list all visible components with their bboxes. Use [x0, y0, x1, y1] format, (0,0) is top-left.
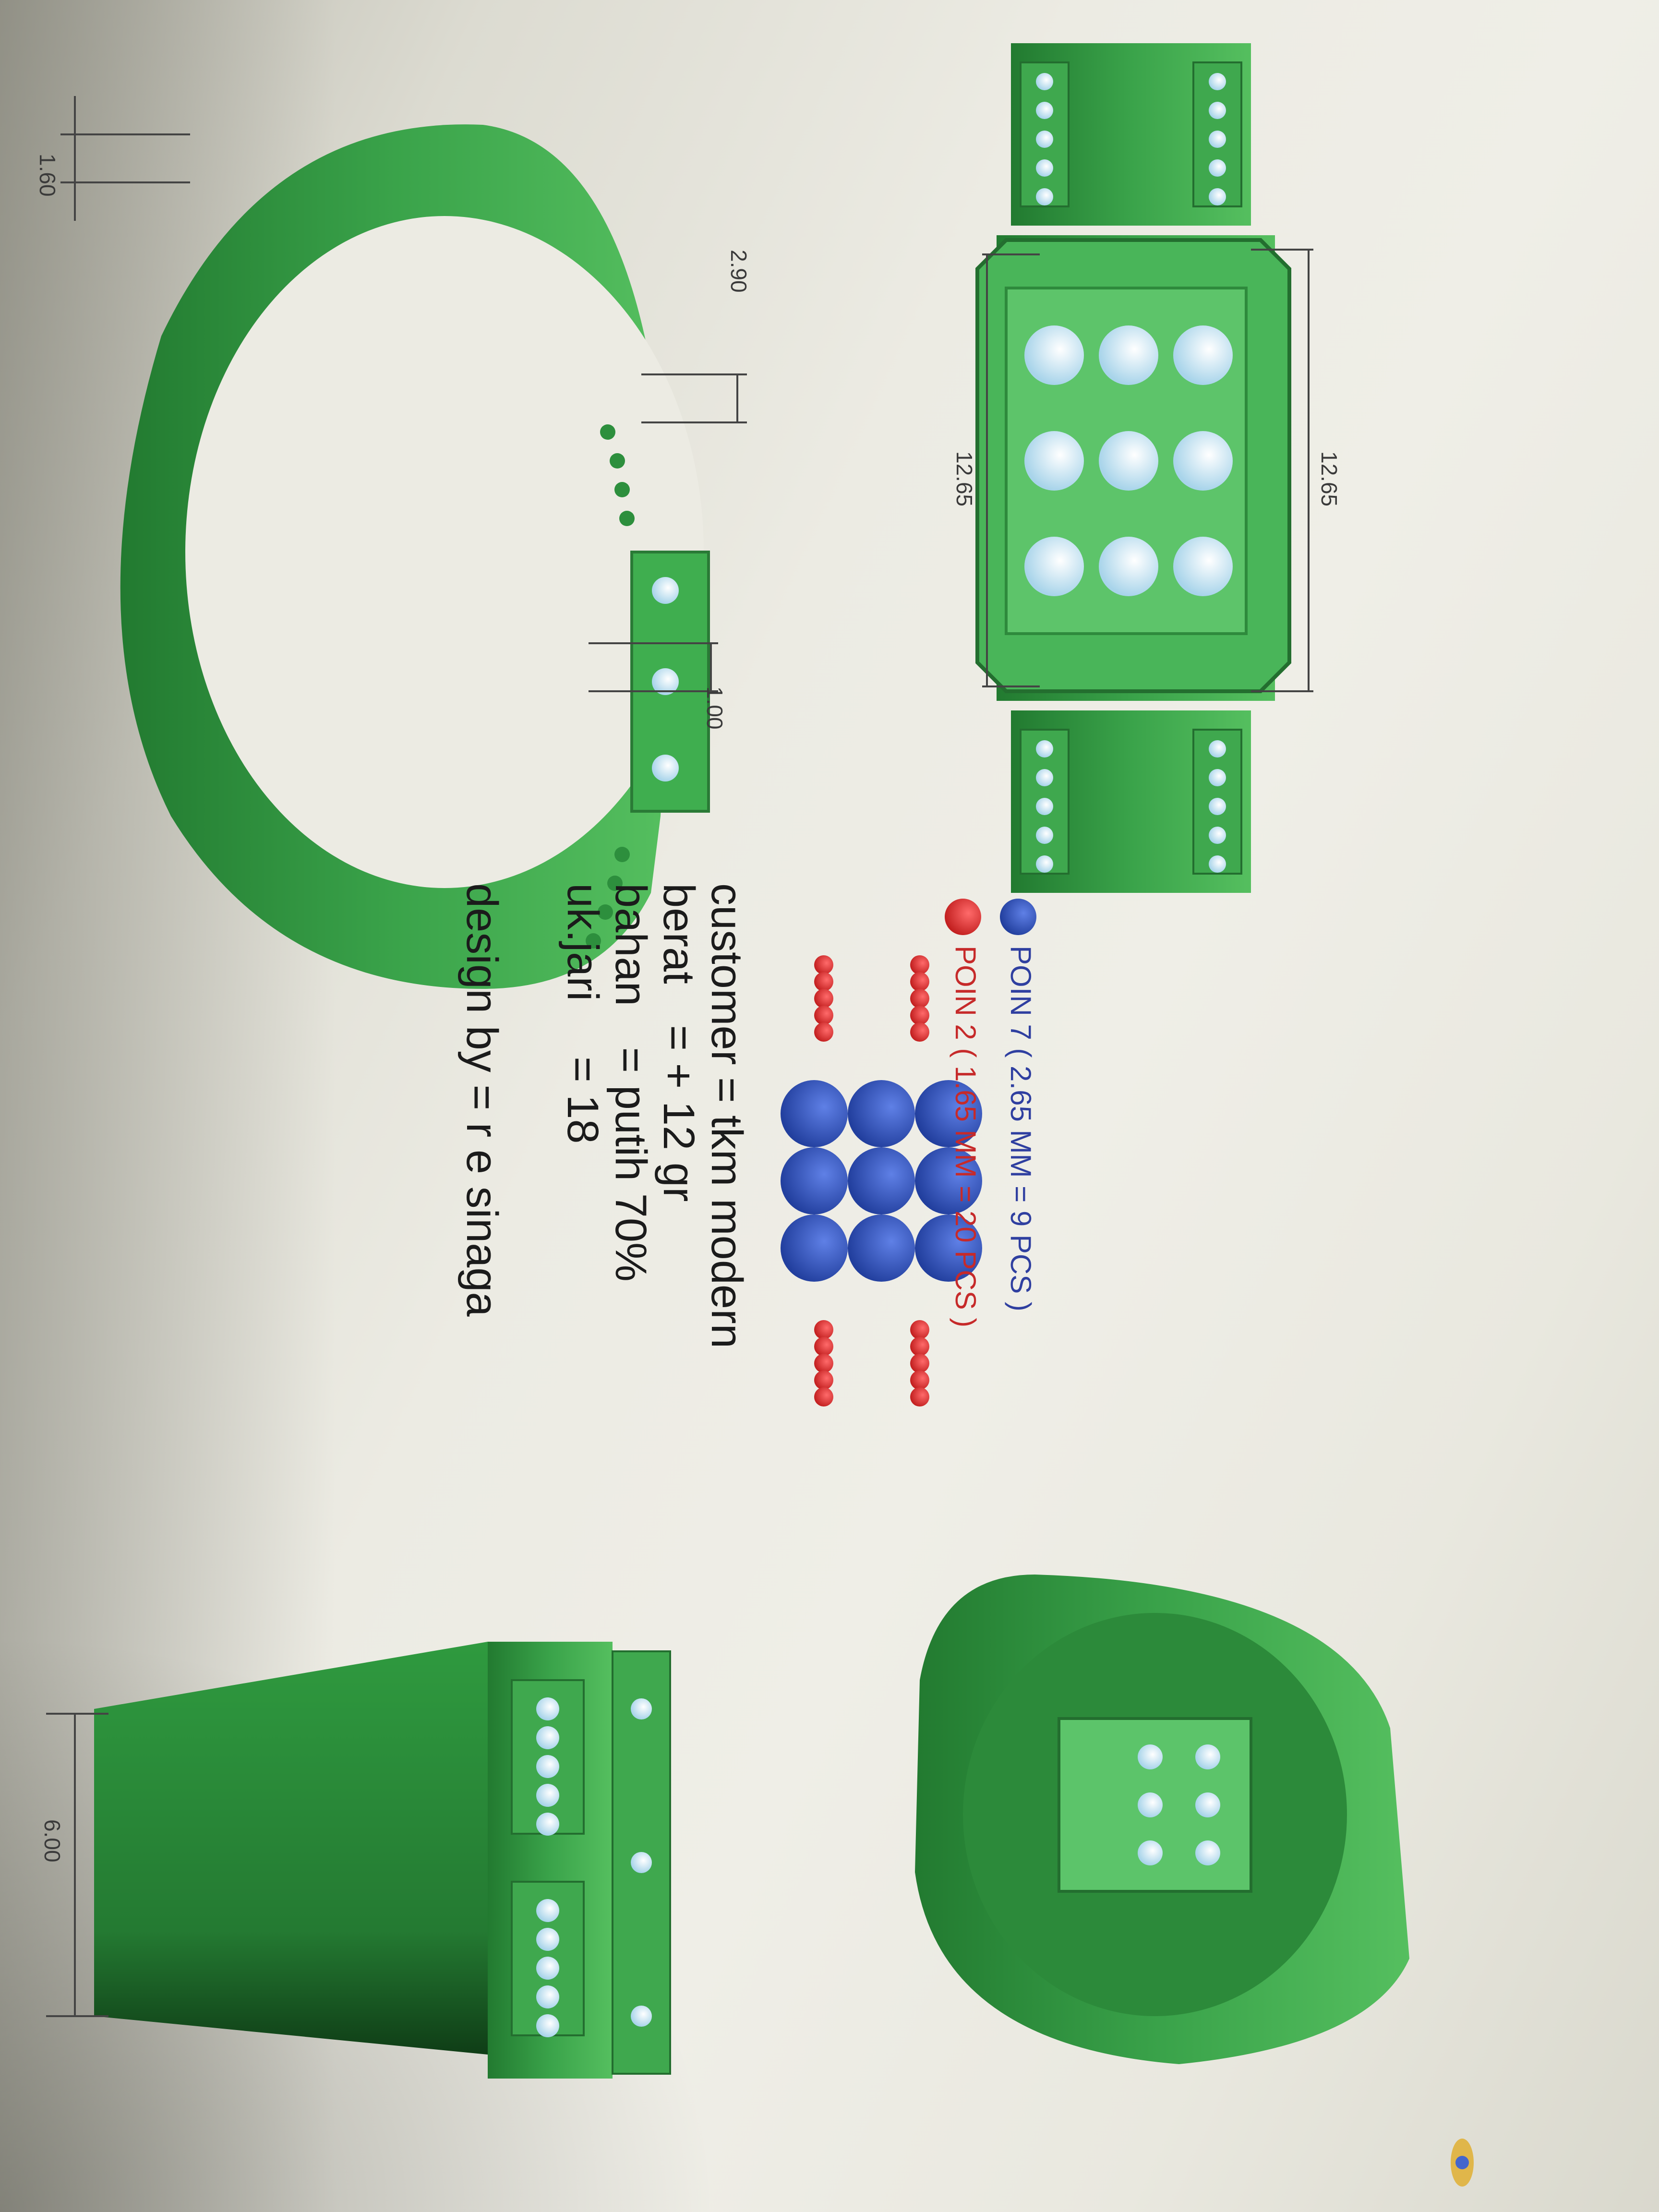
legend-blue-label: POIN 7 ( 2.65 MM = 9 PCS ): [1005, 946, 1037, 1311]
spec-berat-label: berat: [654, 883, 703, 984]
spec-bahan-label: bahan: [606, 883, 655, 1006]
dim-ring-top: 1.60: [35, 154, 60, 197]
red-stone-icon: [945, 899, 981, 935]
spec-bahan-value: = putih 70%: [606, 1047, 655, 1282]
ring-front-view-icon: [60, 96, 747, 989]
blue-stone-icon: [1000, 899, 1036, 935]
legend-red-label: POIN 2 ( 1.65 MM = 20 PCS ): [950, 946, 982, 1328]
spec-bahan: bahan = putih 70%: [605, 883, 656, 1282]
spec-customer: customer = tkm modern: [701, 883, 752, 1348]
dim-side-height: 6.00: [40, 1819, 65, 1863]
spec-ukjari-value: = 18: [558, 1056, 607, 1144]
spec-berat-value: = + 12 gr: [654, 1025, 703, 1202]
dim-top-width: 12.65: [1317, 451, 1342, 507]
spec-customer-value: = tkm modern: [702, 1077, 751, 1348]
ring-top-view-icon: [975, 43, 1313, 893]
dim-top-height: 12.65: [952, 451, 977, 507]
stone-layout-diagram: [781, 955, 982, 1407]
dim-ring-shank: 1.00: [702, 686, 727, 730]
logo-icon: [1451, 2139, 1474, 2187]
spec-berat: berat = + 12 gr: [653, 883, 704, 1202]
spec-ukjari: uk.jari = 18: [557, 883, 608, 1144]
dim-ring-head: 2.90: [726, 250, 751, 293]
spec-customer-label: customer: [702, 883, 751, 1065]
ring-3d-view-icon: [915, 1575, 1409, 2064]
ring-side-view-icon: [46, 1642, 671, 2079]
spec-ukjari-label: uk.jari: [558, 883, 607, 1001]
spec-design-by: design by = r e sinaga: [457, 883, 506, 1317]
